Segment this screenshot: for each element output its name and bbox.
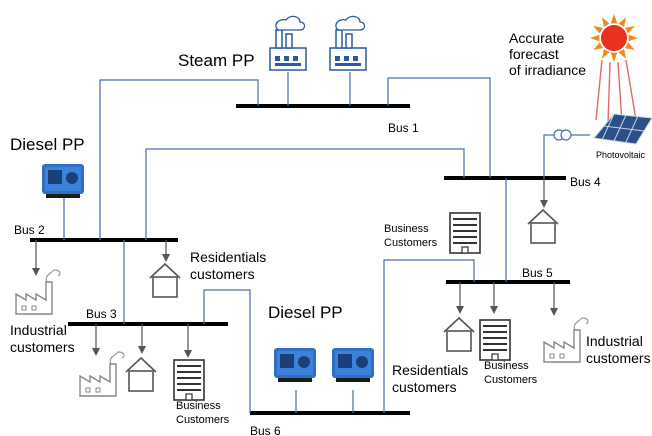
diesel-generator-icon <box>274 348 316 382</box>
load-connections <box>32 178 558 358</box>
transmission-lines <box>63 72 590 413</box>
sun-ray <box>593 42 603 50</box>
residentials-label-line1: Residentials <box>392 362 468 378</box>
forecast-label-line2: forecast <box>509 46 559 62</box>
office-building-icon <box>449 212 481 254</box>
steam-pp-label: Steam PP <box>178 51 255 70</box>
sun-ray <box>618 49 626 59</box>
sun-ray <box>602 49 610 59</box>
sun-ray <box>610 14 618 24</box>
sun-icon <box>590 14 638 62</box>
diesel-pp-label: Diesel PP <box>268 303 343 322</box>
sun-ray <box>625 26 635 34</box>
sun-ray <box>618 17 626 27</box>
forecast-label-line3: of irradiance <box>509 62 586 78</box>
bus-3-label: Bus 3 <box>86 307 117 321</box>
diesel-generator-icon <box>42 164 84 198</box>
factory-icon <box>79 351 125 397</box>
bus-1-label: Bus 1 <box>388 121 419 135</box>
residentials-label-line2: customers <box>190 266 255 282</box>
steam-plant-icon <box>329 15 367 71</box>
sun-ray <box>628 34 638 42</box>
factory-icon <box>15 269 61 315</box>
business-label-line1: Business <box>384 223 429 235</box>
sun-ray <box>610 52 618 62</box>
steam-plant-icon <box>269 15 307 71</box>
bus-2-label: Bus 2 <box>14 223 45 237</box>
solar-panel-icon <box>593 113 652 145</box>
house-icon <box>527 209 559 244</box>
residentials-label-line2: customers <box>392 379 457 395</box>
factory-icon <box>543 317 589 363</box>
residentials-label-line1: Residentials <box>190 249 266 265</box>
business-label-line2: Customers <box>484 374 538 386</box>
sun-ray <box>593 26 603 34</box>
bus-5-label: Bus 5 <box>522 266 553 280</box>
house-icon <box>149 263 181 298</box>
bus-6-label: Bus 6 <box>250 424 281 436</box>
bus-4-label: Bus 4 <box>570 175 601 189</box>
forecast-label-line1: Accurate <box>509 30 564 46</box>
diesel-pp-label: Diesel PP <box>10 135 85 154</box>
sun-ray <box>590 34 600 42</box>
sun-ray <box>602 17 610 27</box>
industrial-label-line2: customers <box>10 339 75 355</box>
business-label-line2: Customers <box>176 414 230 426</box>
irradiance-rays <box>595 59 637 125</box>
industrial-label-line1: Industrial <box>586 333 643 349</box>
business-label-line1: Business <box>484 360 529 372</box>
business-label-line2: Customers <box>384 237 438 249</box>
sun-ray <box>625 42 635 50</box>
diesel-generator-icon <box>332 348 374 382</box>
house-icon <box>443 317 475 352</box>
industrial-label-line2: customers <box>586 350 651 366</box>
office-building-icon <box>479 319 511 361</box>
industrial-label-line1: Industrial <box>10 322 67 338</box>
transformer-icon <box>553 129 572 141</box>
business-label-line1: Business <box>176 400 221 412</box>
photovoltaic-label: Photovoltaic <box>596 150 646 160</box>
house-icon <box>125 357 157 392</box>
office-building-icon <box>173 359 205 401</box>
